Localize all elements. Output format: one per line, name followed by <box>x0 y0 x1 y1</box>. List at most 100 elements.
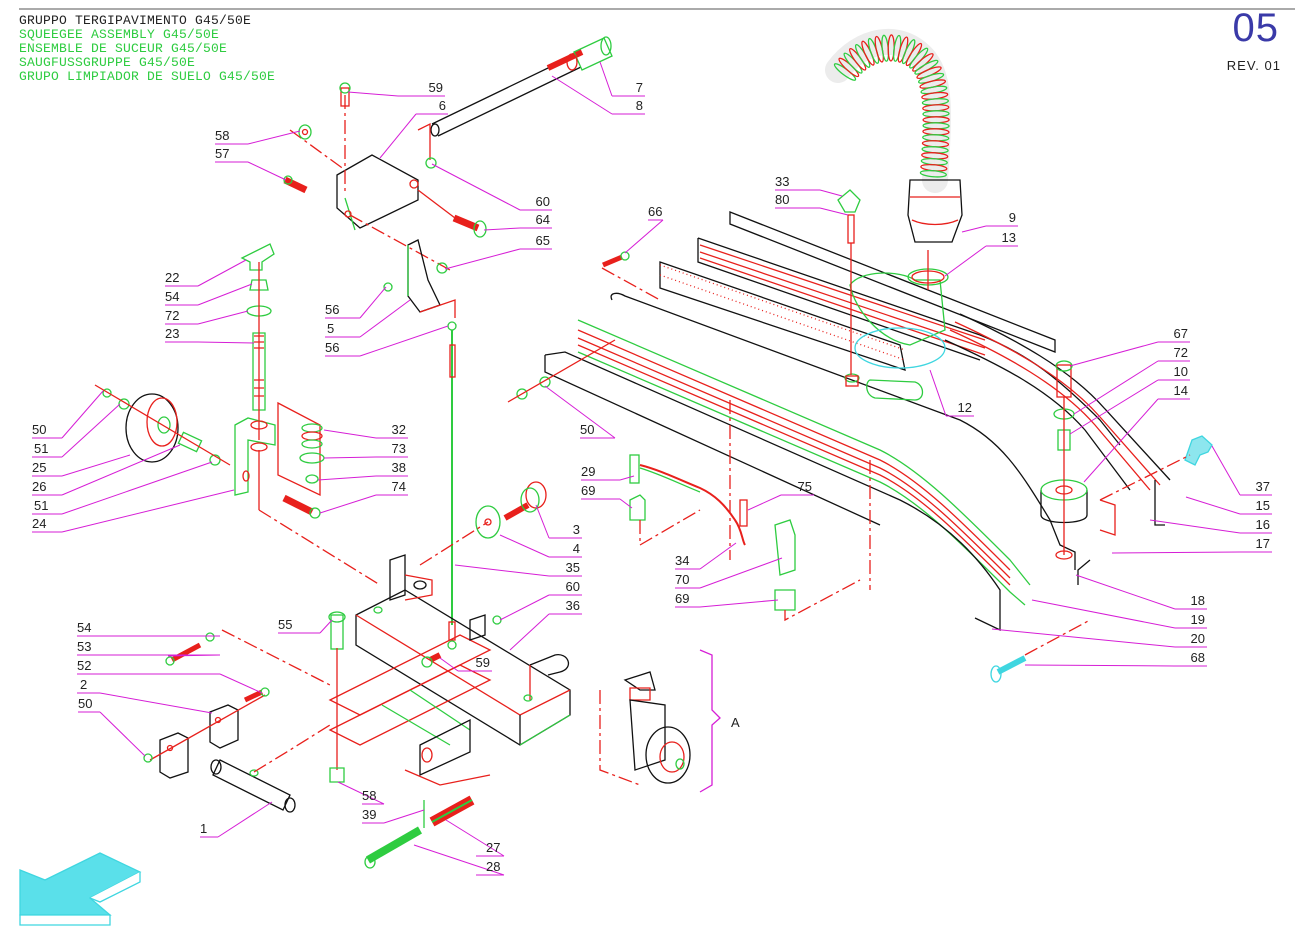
callout-leader-line <box>1031 599 1176 629</box>
callout-leader-line <box>379 113 417 159</box>
callout-60: 60 <box>431 163 552 211</box>
callout-leader-line <box>944 245 987 277</box>
callout-23: 23 <box>165 326 255 344</box>
callout-36: 36 <box>509 598 582 651</box>
callout-leader-line <box>454 564 550 577</box>
stud-assembly-part <box>240 243 275 440</box>
callout-number: 24 <box>32 516 46 531</box>
callout-number: 16 <box>1256 517 1270 532</box>
callout-leader-line <box>699 542 737 570</box>
callout-number: 9 <box>1009 210 1016 225</box>
callout-number: 33 <box>775 174 789 189</box>
adjusting-knob-part-3 <box>419 481 547 566</box>
callout-32: 32 <box>323 422 408 439</box>
callout-leader-line <box>197 283 253 306</box>
squeegee-body-part <box>544 211 1171 632</box>
sheet-number: 05 <box>1232 6 1279 50</box>
callout-leader-line <box>1069 379 1159 435</box>
callout-number: 56 <box>325 340 339 355</box>
callout-leader-line <box>499 534 550 558</box>
callout-number: 13 <box>1002 230 1016 245</box>
callout-50: 50 <box>32 390 104 439</box>
callout-leader-line <box>217 801 273 838</box>
callout-number: 3 <box>573 522 580 537</box>
callout-leader-line <box>819 189 843 197</box>
callout-64: 64 <box>483 212 552 231</box>
callout-number: 50 <box>32 422 46 437</box>
callout-27: 27 <box>445 819 505 857</box>
callout-leader-line <box>61 444 181 496</box>
callout-72: 72 <box>165 308 249 325</box>
direction-arrow-icon <box>19 852 142 926</box>
callout-number: 56 <box>325 302 339 317</box>
pivot-pin-part-1 <box>210 724 331 813</box>
callout-leader-line <box>624 219 664 254</box>
callout-number: 35 <box>566 560 580 575</box>
callout-leader-line <box>247 161 287 181</box>
clamp-part-2 <box>143 629 331 779</box>
callout-leader-line <box>819 207 849 216</box>
callout-59: 59 <box>347 80 445 97</box>
callout-56: 56 <box>325 286 387 319</box>
callout-number: 69 <box>581 483 595 498</box>
callout-25: 25 <box>32 454 131 477</box>
callout-72: 72 <box>1073 345 1190 415</box>
callout-number: 36 <box>566 598 580 613</box>
callout-leader-line <box>323 456 377 459</box>
callout-15: 15 <box>1185 496 1272 515</box>
callout-14: 14 <box>1083 383 1190 483</box>
callout-leader-line <box>1211 445 1241 496</box>
callout-leader-line <box>359 286 387 319</box>
callout-54: 54 <box>165 283 253 306</box>
fastener-group-top <box>283 82 487 274</box>
callout-number: 50 <box>580 422 594 437</box>
spring-part-32 <box>277 401 325 519</box>
callout-9: 9 <box>961 210 1018 233</box>
bolt-part-55 <box>328 611 346 783</box>
callout-58: 58 <box>337 781 385 805</box>
callout-leader-line <box>197 259 247 287</box>
pivot-bracket-part-24 <box>234 417 381 586</box>
callout-number: 72 <box>165 308 179 323</box>
hose-rib <box>919 169 947 178</box>
callout-75: 75 <box>747 479 814 511</box>
callout-number: 23 <box>165 326 179 341</box>
callout-leader-line <box>197 341 255 344</box>
callout-number: 67 <box>1174 326 1188 341</box>
callout-70: 70 <box>675 557 783 589</box>
callout-leader-line <box>359 325 449 357</box>
callout-leader-line <box>444 248 521 270</box>
callout-number: 22 <box>165 270 179 285</box>
callout-65: 65 <box>444 233 552 270</box>
callout-leader-line <box>929 369 947 417</box>
callout-60: 60 <box>499 579 582 621</box>
callout-leader-line <box>445 819 505 857</box>
callout-50: 50 <box>78 696 146 757</box>
callout-3: 3 <box>535 504 582 539</box>
suction-connector-part-13 <box>837 189 949 401</box>
callout-number: 4 <box>573 541 580 556</box>
callout-number: 29 <box>581 464 595 479</box>
title-french: ENSEMBLE DE SUCEUR G45/50E <box>19 41 228 56</box>
callout-number: 27 <box>486 840 500 855</box>
callout-37: 37 <box>1211 445 1272 496</box>
callout-leader-line <box>317 475 377 481</box>
callout-54: 54 <box>77 620 220 637</box>
callout-number: 10 <box>1174 364 1188 379</box>
callout-leader-line <box>61 403 121 458</box>
chain-part-34 <box>629 454 861 622</box>
suction-hose-part <box>825 29 963 243</box>
callout-leader-line <box>219 673 263 694</box>
callout-leader-line <box>535 504 550 539</box>
callout-leader-line <box>619 475 635 481</box>
callout-73: 73 <box>323 441 408 459</box>
callout-38: 38 <box>317 460 408 481</box>
callout-number: 15 <box>1256 498 1270 513</box>
callout-52: 52 <box>77 658 263 694</box>
callout-leader-line <box>413 844 505 876</box>
callout-number: 73 <box>392 441 406 456</box>
callout-74: 74 <box>319 479 408 514</box>
plate-part-5 <box>383 239 456 318</box>
callout-51: 51 <box>32 403 121 458</box>
callout-leader-line <box>1073 360 1159 415</box>
